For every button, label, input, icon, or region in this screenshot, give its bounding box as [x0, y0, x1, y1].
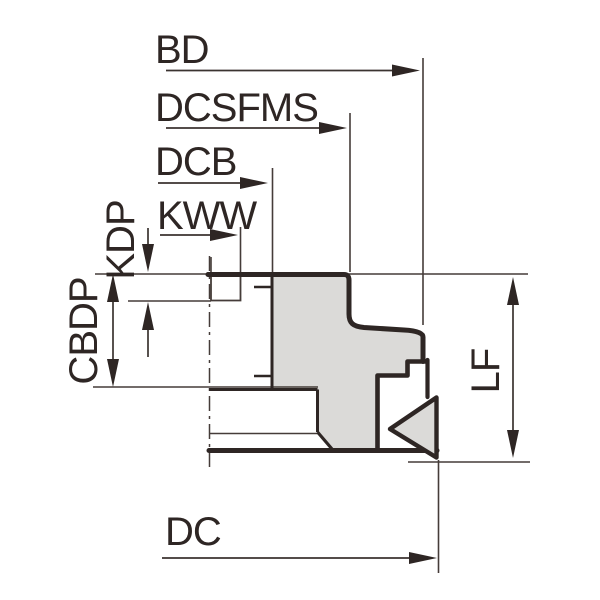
lf-bottom-arrowhead [507, 430, 519, 458]
kww-arrowhead [210, 229, 238, 241]
cbdp-bottom-arrowhead [107, 359, 119, 387]
lf-top-arrowhead [507, 277, 519, 305]
dcsfms-arrowhead [319, 122, 347, 134]
kdp-bottom-arrowhead [142, 302, 154, 330]
label-cbdp: CBDP [62, 277, 106, 385]
dc-arrowhead [409, 552, 437, 564]
label-dcsfms: DCSFMS [155, 86, 319, 130]
label-kww: KWW [157, 194, 257, 238]
keyway-outline [210, 274, 242, 302]
hub-and-bore-lines [209, 276, 334, 451]
cutter-body-section [272, 276, 422, 450]
arrowheads [107, 64, 519, 564]
label-dc: DC [165, 510, 222, 554]
body-outline [205, 272, 440, 453]
label-lf: LF [464, 348, 508, 394]
insert-triangle [387, 395, 439, 460]
bd-arrowhead [392, 64, 420, 77]
label-dcb: DCB [155, 140, 237, 184]
cbdp-top-arrowhead [107, 274, 119, 302]
kdp-top-arrowhead [142, 244, 154, 272]
dimension-lines [112, 69, 514, 559]
bore-groove-ticks [254, 285, 272, 378]
label-bd: BD [155, 28, 210, 72]
label-kdp: KDP [99, 200, 143, 280]
dcb-arrowhead [240, 177, 268, 189]
